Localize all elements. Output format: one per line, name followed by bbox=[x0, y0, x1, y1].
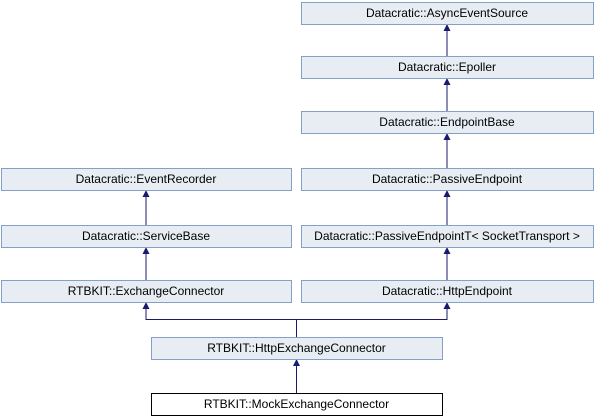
inheritance-edge bbox=[142, 302, 297, 337]
edges-layer bbox=[142, 24, 451, 393]
inheritance-edge bbox=[296, 302, 451, 337]
class-label: RTBKIT::HttpExchangeConnector bbox=[207, 341, 386, 355]
class-node-async-event-source[interactable]: Datacratic::AsyncEventSource bbox=[301, 2, 594, 25]
class-label: Datacratic::PassiveEndpoint bbox=[372, 172, 523, 186]
class-node-exchange-connector[interactable]: RTBKIT::ExchangeConnector bbox=[1, 280, 292, 303]
class-label: Datacratic::EventRecorder bbox=[76, 172, 217, 186]
class-label: RTBKIT::MockExchangeConnector bbox=[204, 397, 389, 411]
class-label: RTBKIT::ExchangeConnector bbox=[68, 284, 225, 298]
class-box bbox=[151, 337, 443, 360]
class-node-passive-endpoint-t[interactable]: Datacratic::PassiveEndpointT< SocketTran… bbox=[301, 225, 594, 248]
class-node-mock-exchange-connector[interactable]: RTBKIT::MockExchangeConnector bbox=[151, 393, 443, 416]
class-box bbox=[1, 280, 292, 303]
class-label: Datacratic::PassiveEndpointT< SocketTran… bbox=[314, 229, 580, 243]
class-node-passive-endpoint[interactable]: Datacratic::PassiveEndpoint bbox=[301, 168, 594, 191]
class-node-endpoint-base[interactable]: Datacratic::EndpointBase bbox=[301, 111, 594, 134]
class-label: Datacratic::Epoller bbox=[398, 60, 496, 74]
class-node-http-exchange-connector[interactable]: RTBKIT::HttpExchangeConnector bbox=[151, 337, 443, 360]
class-node-http-endpoint[interactable]: Datacratic::HttpEndpoint bbox=[301, 280, 594, 303]
class-label: Datacratic::EndpointBase bbox=[379, 115, 515, 129]
class-node-epoller[interactable]: Datacratic::Epoller bbox=[301, 56, 594, 79]
class-label: Datacratic::AsyncEventSource bbox=[366, 6, 528, 20]
class-label: Datacratic::ServiceBase bbox=[82, 229, 210, 243]
class-label: Datacratic::HttpEndpoint bbox=[382, 284, 513, 298]
class-box bbox=[1, 168, 292, 191]
class-node-service-base[interactable]: Datacratic::ServiceBase bbox=[1, 225, 292, 248]
class-box bbox=[1, 225, 292, 248]
class-node-event-recorder[interactable]: Datacratic::EventRecorder bbox=[1, 168, 292, 191]
